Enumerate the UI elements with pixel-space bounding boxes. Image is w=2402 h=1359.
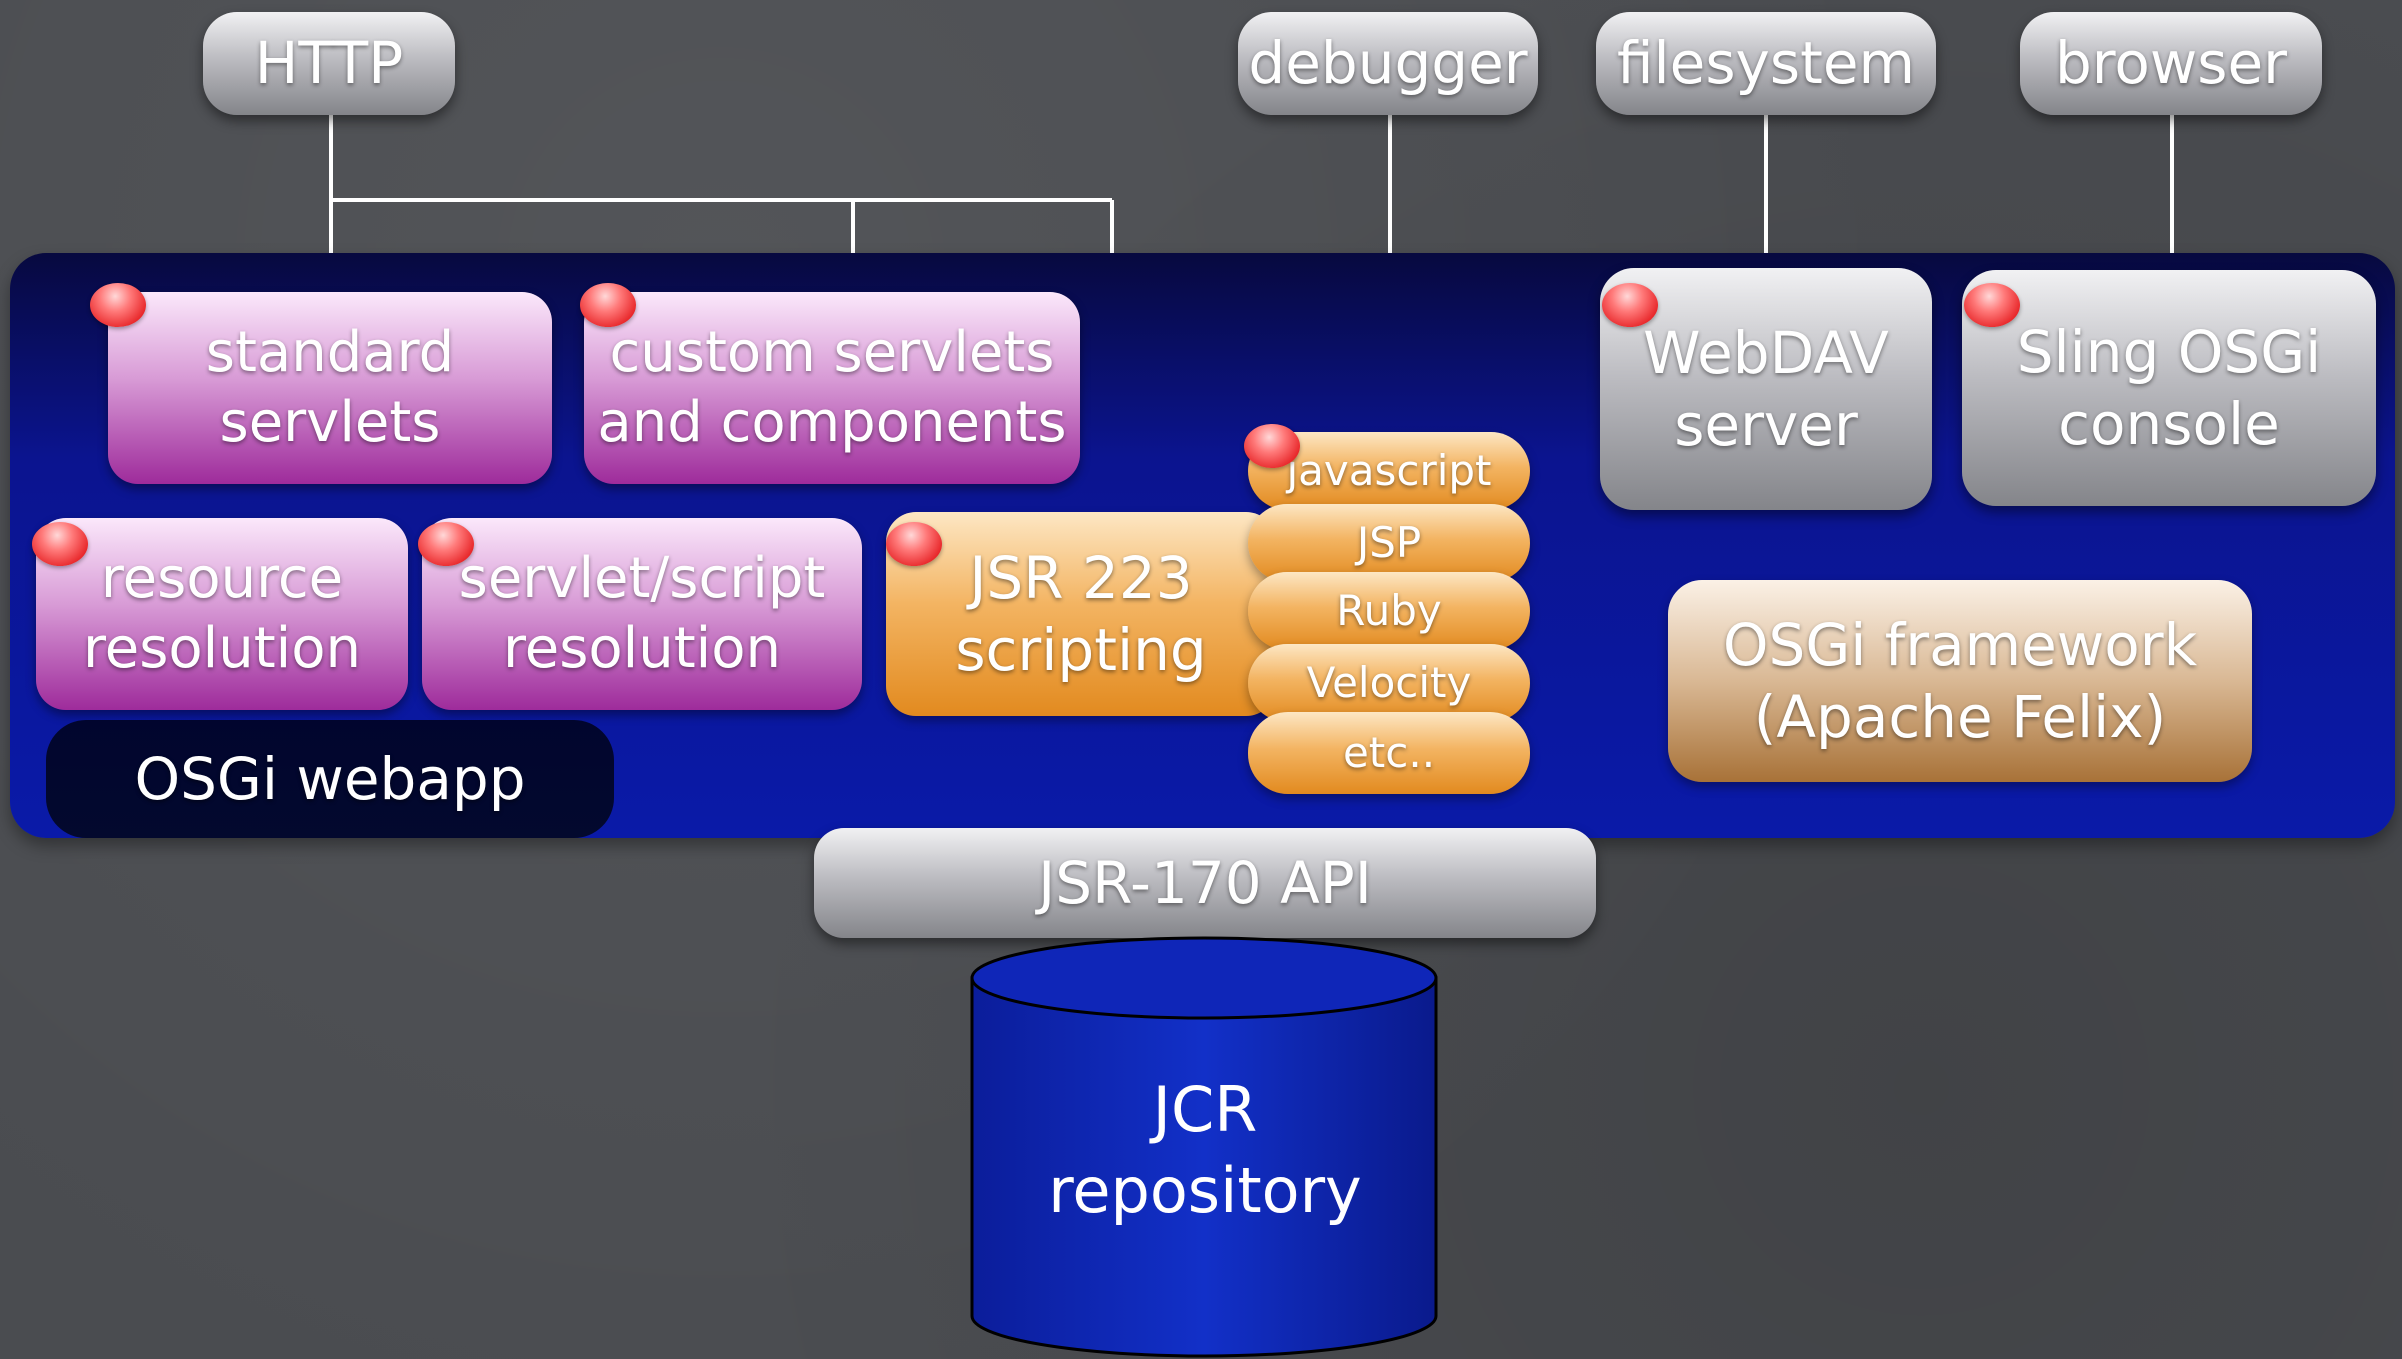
bundle-marker-jsr223: [886, 522, 942, 566]
bundle-marker-javascript: [1244, 424, 1300, 468]
jsr223-line1: JSR 223: [969, 543, 1193, 612]
filesystem-node: filesystem: [1596, 12, 1936, 115]
servlet-script-resolution-line2: resolution: [502, 616, 781, 681]
webdav-line1: WebDAV: [1643, 318, 1889, 387]
servlet-script-resolution-box: servlet/script resolution: [422, 518, 862, 710]
language-etc: etc..: [1248, 712, 1530, 794]
bundle-marker-standard-servlets: [90, 283, 146, 327]
cylinder-body: [970, 976, 1438, 1358]
language-ruby: Ruby: [1248, 572, 1530, 650]
resource-resolution-box: resource resolution: [36, 518, 408, 710]
osgi-framework-box: OSGi framework (Apache Felix): [1668, 580, 2252, 782]
debugger-label: debugger: [1248, 29, 1528, 98]
http-node: HTTP: [203, 12, 455, 115]
bundle-marker-sling-console: [1964, 283, 2020, 327]
standard-servlets-line2: servlets: [219, 390, 441, 455]
language-jsp: JSP: [1248, 504, 1530, 582]
jsr223-line2: scripting: [955, 616, 1207, 684]
custom-servlets-line1: custom servlets: [609, 320, 1055, 385]
osgi-webapp-box: OSGi webapp: [46, 720, 614, 838]
standard-servlets-box: standard servlets: [108, 292, 552, 484]
debugger-node: debugger: [1238, 12, 1538, 115]
jsr170-api-bar: JSR-170 API: [814, 828, 1596, 938]
language-velocity-label: Velocity: [1306, 657, 1472, 707]
bundle-marker-custom-servlets: [580, 283, 636, 327]
jsr170-api-label: JSR-170 API: [1038, 848, 1372, 917]
custom-servlets-box: custom servlets and components: [584, 292, 1080, 484]
jcr-line2: repository: [1048, 1153, 1362, 1227]
webdav-line2: server: [1674, 391, 1858, 459]
language-etc-label: etc..: [1342, 727, 1436, 777]
language-javascript-label: javascript: [1286, 445, 1492, 495]
jcr-repository-label: JCR repository: [970, 1070, 1440, 1231]
browser-node: browser: [2020, 12, 2322, 115]
sling-console-line2: console: [2058, 390, 2280, 458]
language-ruby-label: Ruby: [1336, 585, 1442, 635]
resource-resolution-line2: resolution: [82, 616, 361, 681]
language-velocity: Velocity: [1248, 644, 1530, 722]
http-label: HTTP: [254, 29, 404, 98]
standard-servlets-line1: standard: [205, 320, 455, 385]
browser-label: browser: [2054, 29, 2288, 98]
osgi-webapp-label: OSGi webapp: [134, 744, 526, 813]
osgi-framework-line1: OSGi framework: [1722, 610, 2198, 679]
bundle-marker-servlet-script-resolution: [418, 522, 474, 566]
jsr223-scripting-box: JSR 223 scripting: [886, 512, 1276, 716]
sling-osgi-console-box: Sling OSGi console: [1962, 270, 2376, 506]
cylinder-top: [970, 936, 1438, 1020]
sling-console-line1: Sling OSGi: [2016, 317, 2322, 386]
language-jsp-label: JSP: [1356, 517, 1422, 567]
resource-resolution-line1: resource: [100, 546, 344, 611]
servlet-script-resolution-line1: servlet/script: [458, 546, 826, 611]
bundle-marker-resource-resolution: [32, 522, 88, 566]
custom-servlets-line2: and components: [597, 390, 1067, 455]
bundle-marker-webdav: [1602, 283, 1658, 327]
jcr-line1: JCR: [1152, 1073, 1258, 1146]
osgi-framework-line2: (Apache Felix): [1753, 683, 2167, 751]
filesystem-label: filesystem: [1616, 29, 1915, 98]
